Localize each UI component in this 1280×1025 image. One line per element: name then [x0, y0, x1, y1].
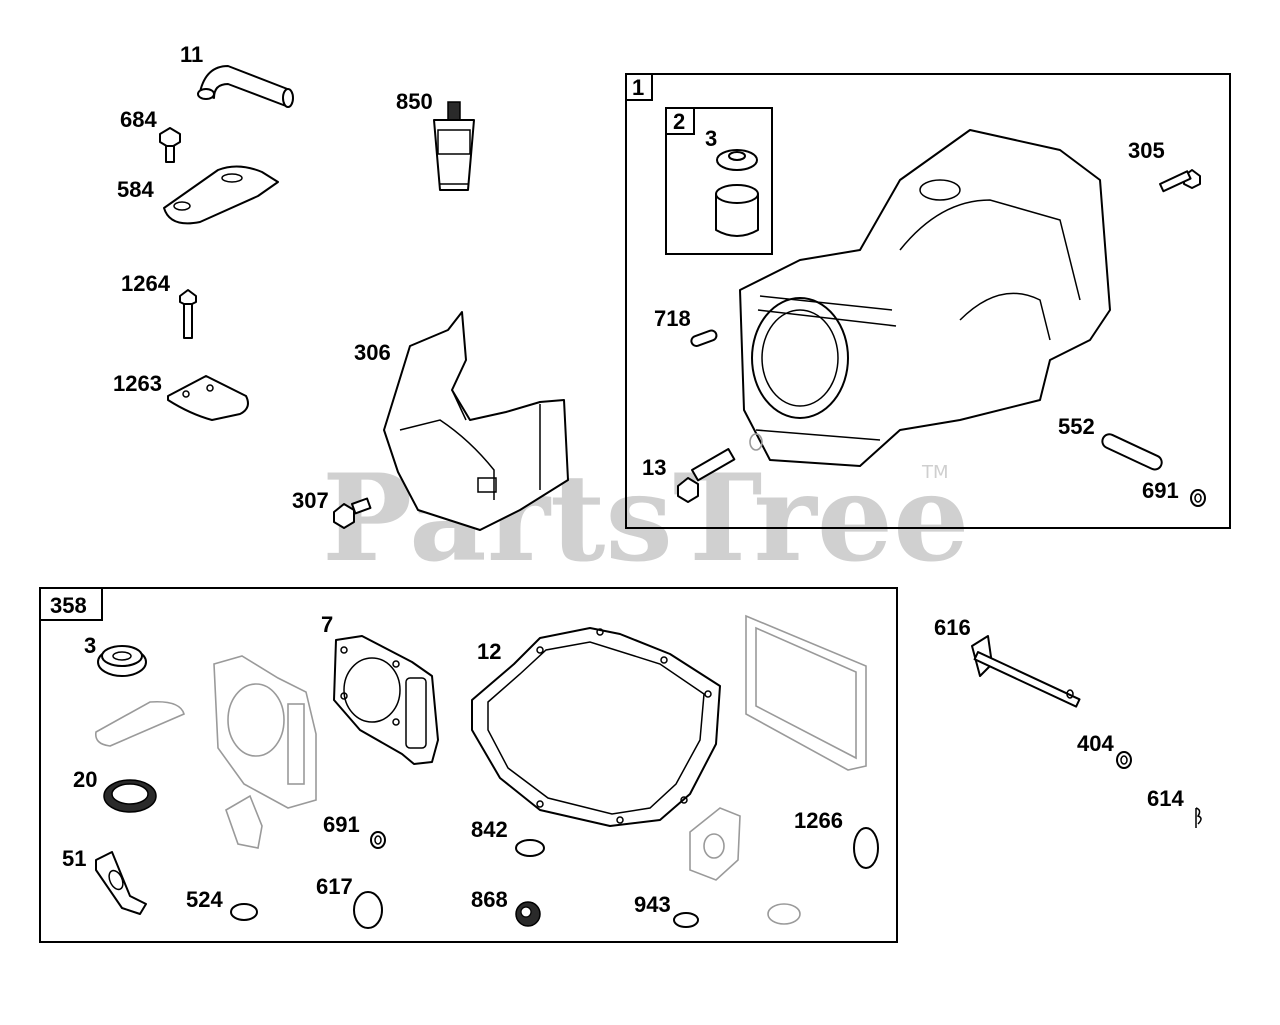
label-616: 616 — [934, 615, 971, 640]
part-943-oring[interactable] — [673, 912, 699, 928]
label-684: 684 — [120, 107, 157, 132]
part-1264-bolt[interactable] — [179, 289, 197, 339]
group-box-358 — [39, 587, 898, 943]
label-691-bottom: 691 — [323, 812, 360, 837]
label-13: 13 — [642, 455, 666, 480]
part-51-gasket[interactable] — [95, 851, 147, 915]
part-3-oil-seal[interactable] — [97, 645, 147, 677]
label-7: 7 — [321, 612, 333, 637]
part-20-seal-ring[interactable] — [103, 779, 157, 813]
part-552-dowel[interactable] — [1100, 432, 1164, 472]
part-306-shroud[interactable] — [383, 311, 569, 531]
group-label-2: 2 — [673, 109, 685, 134]
label-1266: 1266 — [794, 808, 843, 833]
part-684-screw[interactable] — [159, 127, 181, 163]
part-614-clip[interactable] — [1195, 807, 1202, 828]
part-842-oring[interactable] — [515, 839, 545, 857]
label-614: 614 — [1147, 786, 1184, 811]
part-1266-oring[interactable] — [853, 827, 879, 869]
part-1263-plate[interactable] — [167, 375, 249, 421]
watermark-trademark: TM — [921, 462, 949, 483]
label-868: 868 — [471, 887, 508, 912]
part-305-screw[interactable] — [1159, 169, 1201, 193]
label-842: 842 — [471, 817, 508, 842]
part-13-bolt[interactable] — [677, 448, 736, 503]
label-584: 584 — [117, 177, 154, 202]
part-11-breather-tube[interactable] — [197, 65, 294, 108]
label-51: 51 — [62, 846, 86, 871]
label-850: 850 — [396, 89, 433, 114]
label-718: 718 — [654, 306, 691, 331]
group-box-2 — [665, 107, 773, 255]
label-307: 307 — [292, 488, 329, 513]
ghost-gasket-left — [94, 700, 185, 747]
label-524: 524 — [186, 887, 223, 912]
label-306: 306 — [354, 340, 391, 365]
ghost-cover-gasket — [745, 614, 867, 771]
part-404-washer[interactable] — [1116, 751, 1132, 769]
part-718-pin[interactable] — [690, 329, 718, 347]
part-691-washer-bottom[interactable] — [370, 831, 386, 849]
part-3-seal-bushing[interactable] — [715, 149, 759, 237]
part-850-sealant-tube[interactable] — [433, 101, 475, 191]
part-washer-block[interactable] — [749, 433, 763, 451]
part-307-screw[interactable] — [333, 497, 372, 529]
label-691-top: 691 — [1142, 478, 1179, 503]
part-524-oring[interactable] — [230, 903, 258, 921]
label-3-box358: 3 — [84, 633, 96, 658]
label-305: 305 — [1128, 138, 1165, 163]
ghost-small-gasket-right — [689, 807, 741, 881]
part-engine-block[interactable] — [739, 129, 1111, 467]
label-552: 552 — [1058, 414, 1095, 439]
group-box-1 — [625, 73, 1231, 529]
label-404: 404 — [1077, 731, 1114, 756]
group-tag-2 — [665, 107, 695, 135]
part-616-governor-shaft[interactable] — [971, 635, 1081, 708]
label-1264: 1264 — [121, 271, 171, 296]
group-tag-358 — [39, 587, 103, 621]
part-12-base-gasket[interactable] — [471, 627, 721, 827]
ghost-head-gasket — [213, 655, 317, 809]
label-617: 617 — [316, 874, 353, 899]
group-label-1: 1 — [632, 75, 644, 100]
part-868-bushing[interactable] — [515, 901, 541, 927]
label-943: 943 — [634, 892, 671, 917]
group-tag-1 — [625, 73, 653, 101]
part-617-oring[interactable] — [353, 891, 383, 929]
part-7-head-gasket[interactable] — [333, 635, 439, 765]
ghost-small-gasket — [225, 794, 263, 849]
label-11: 11 — [180, 42, 203, 67]
part-691-washer-top[interactable] — [1190, 489, 1206, 507]
label-1263: 1263 — [113, 371, 162, 396]
label-20: 20 — [73, 767, 97, 792]
group-label-358: 358 — [50, 593, 87, 618]
label-12: 12 — [477, 639, 501, 664]
ghost-oring — [767, 903, 801, 925]
part-584-cover[interactable] — [163, 165, 279, 225]
label-3-box2: 3 — [705, 126, 717, 151]
